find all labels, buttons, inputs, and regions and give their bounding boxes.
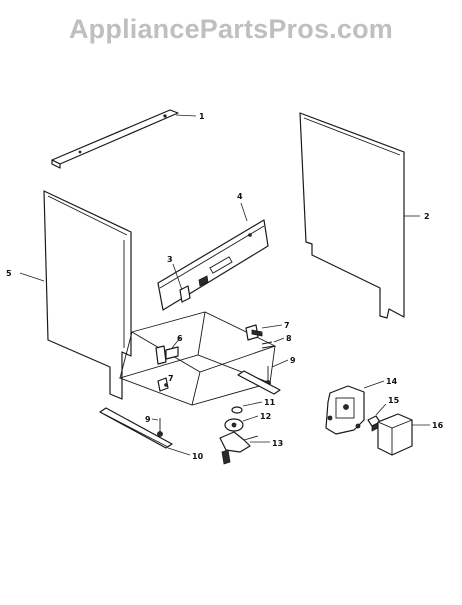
watermark-text: AppliancePartsPros.com <box>68 14 393 44</box>
part-float-11 <box>231 401 263 414</box>
callout-label: 4 <box>237 192 243 201</box>
part-screw-9 <box>265 359 289 386</box>
callout-label: 15 <box>388 396 400 405</box>
callout-label: 3 <box>167 255 173 264</box>
callout-label: 7 <box>168 374 174 383</box>
callout-label: 9 <box>290 356 296 365</box>
part-drain-assembly <box>219 431 270 465</box>
part-connector-15 <box>367 403 387 432</box>
callout-label: 10 <box>192 452 204 461</box>
part-base-rail-right <box>237 370 281 395</box>
callout-label: 9 <box>145 415 151 424</box>
callout-label: 16 <box>432 421 444 430</box>
callout-label: 6 <box>177 334 183 343</box>
part-leveling-leg <box>261 337 285 349</box>
part-screw-9-lower <box>151 418 163 437</box>
part-panel-bracket <box>172 263 209 303</box>
part-clip-7-lower <box>157 377 169 392</box>
part-front-panel <box>157 202 269 311</box>
part-base-rail <box>99 407 191 456</box>
part-clip-7 <box>245 324 283 341</box>
callout-label: 11 <box>264 398 276 407</box>
callout-label: 14 <box>386 377 398 386</box>
part-bracket-6 <box>155 337 181 365</box>
part-left-side-panel <box>19 190 132 400</box>
part-float-switch <box>224 415 259 432</box>
callout-label: 7 <box>284 321 290 330</box>
callout-labels: 1 2 3 4 5 6 7 8 9 10 11 12 13 14 15 16 9… <box>6 112 444 461</box>
part-cover-box <box>377 413 430 456</box>
callout-label: 13 <box>272 439 283 448</box>
callout-label: 1 <box>199 112 205 121</box>
part-bracket-assembly <box>325 380 385 435</box>
part-top-strip <box>51 109 197 169</box>
callout-label: 8 <box>286 334 292 343</box>
callout-label: 2 <box>424 212 430 221</box>
callout-label: 5 <box>6 269 12 278</box>
callout-label: 12 <box>260 412 271 421</box>
part-right-side-panel <box>299 112 420 319</box>
